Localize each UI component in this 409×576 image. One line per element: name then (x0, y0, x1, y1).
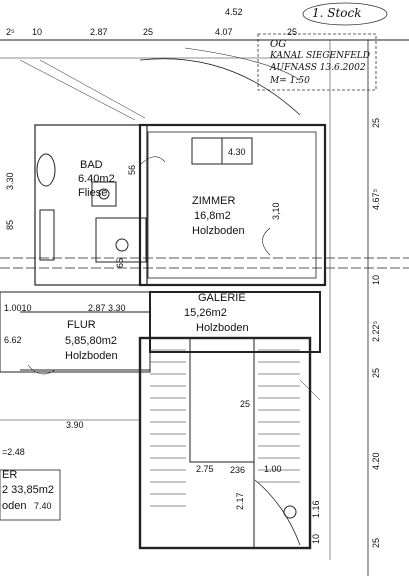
stamp-line1: KANAL SIEGENFELD (270, 51, 371, 61)
right-dim-7: 10 (311, 533, 321, 544)
top-dim-6: 25 (287, 27, 298, 37)
dim-330: 3.30 (108, 303, 126, 313)
galerie-area: 15,26m2 (184, 307, 227, 319)
bad-name: BAD (80, 159, 103, 171)
sheet-title: 1. Stock (312, 6, 362, 20)
dim-248: =2.48 (2, 447, 25, 457)
stamp-line2: AUFNASS 13.6.2002 (270, 63, 366, 73)
left-room-area: 2 33,85m2 (2, 484, 54, 496)
dim-330-left: 3.30 (5, 172, 15, 190)
flur-floor: Holzboden (65, 350, 118, 362)
zimmer-floor: Holzboden (192, 225, 245, 237)
dim-236: 236 (230, 465, 246, 475)
dim-65: 65 (115, 257, 125, 268)
dim-85: 85 (5, 219, 15, 230)
top-dim-2: 10 (32, 27, 43, 37)
right-dim-8: 25 (371, 537, 381, 548)
dim-287: 2.87 (88, 303, 106, 313)
galerie-name: GALERIE (198, 292, 246, 304)
stamp-og: OG (270, 39, 287, 50)
flur-area: 5,85,80m2 (65, 335, 117, 347)
top-dim-7: 4.52 (225, 7, 243, 17)
dim-100: 1.00 (264, 464, 282, 474)
top-dim-4: 25 (143, 27, 154, 37)
left-room-name: ER (2, 469, 18, 481)
top-dim-3: 2.87 (90, 27, 108, 37)
dim-662: 6.62 (4, 335, 22, 345)
top-dim-5: 4.07 (215, 27, 233, 37)
right-dim-5: 4.20 (371, 452, 381, 470)
dim-217: 2.17 (235, 492, 245, 510)
right-dim-2: 10 (371, 274, 381, 285)
dim-310: 3,10 (271, 202, 281, 220)
flur-name: FLUR (67, 319, 96, 331)
left-room-extra: 7.40 (34, 501, 52, 511)
left-room-floor: oden (2, 500, 27, 512)
dim-1001: 1.0010 (4, 303, 32, 313)
galerie-floor: Holzboden (196, 322, 249, 334)
dim-430: 4.30 (228, 147, 246, 157)
right-dim-6: 1.16 (311, 500, 321, 518)
bad-area: 6.40m2 (78, 173, 115, 185)
bad-floor: Fliese (78, 187, 108, 199)
right-dim-4: 25 (371, 367, 381, 378)
dim-390: 3.90 (66, 420, 84, 430)
zimmer-name: ZIMMER (192, 195, 236, 207)
zimmer-area: 16,8m2 (194, 210, 231, 222)
stamp-line3: M= 1:50 (270, 76, 310, 86)
top-dim-1: 2⁵ (6, 27, 15, 37)
dim-275: 2.75 (196, 464, 214, 474)
dim-56: 56 (127, 164, 137, 175)
right-dim-3: 2.22⁵ (371, 320, 381, 342)
right-dim-1: 4.67⁵ (371, 188, 381, 210)
right-dim-9: 25 (371, 117, 381, 128)
dim-25a: 25 (240, 399, 251, 409)
